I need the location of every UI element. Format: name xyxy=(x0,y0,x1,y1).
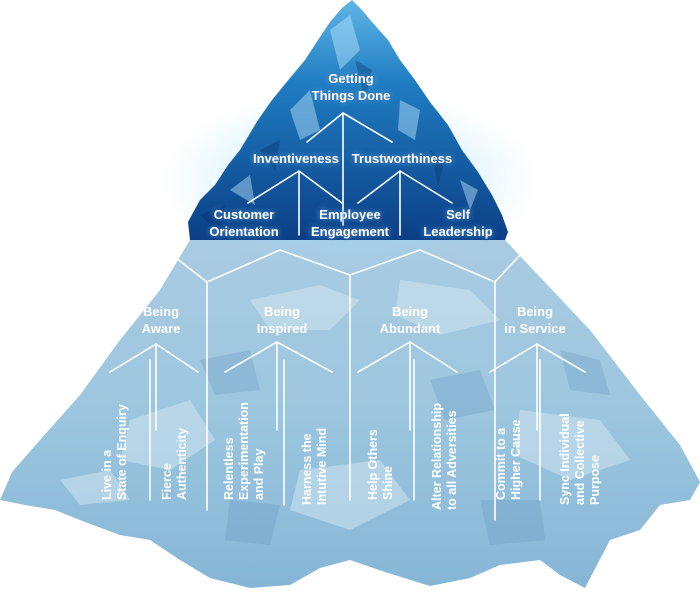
trait-alter-relationship: Alter Relationship to all Adversities xyxy=(430,403,459,510)
pillar-being-in-service: Being in Service xyxy=(504,304,566,336)
summit-title-line2: Things Done xyxy=(311,88,391,103)
pillar-being-inspired: Being Inspired xyxy=(256,304,308,336)
trait-harness-intuitive-mind: Harness the Intutive Mind xyxy=(300,427,329,505)
trait-commit-to-higher-cause: Commit to a Higher Cause xyxy=(494,419,523,500)
value-customer-orientation: Customer Orientation xyxy=(209,207,279,239)
trait-fierce-authenticity: Fierce Authenticity xyxy=(160,427,189,500)
trait-live-in-state-of-enquiry: Live in a State of Enquiry xyxy=(100,404,129,500)
connector-lines xyxy=(109,112,586,521)
iceberg-tip xyxy=(188,0,508,240)
summit-title-line1: Getting xyxy=(328,71,374,86)
summit-title: Getting Things Done xyxy=(296,70,406,104)
value-inventiveness: Inventiveness xyxy=(253,151,339,166)
value-self-leadership: Self Leadership xyxy=(423,207,493,239)
pillar-being-aware: Being Aware xyxy=(141,304,181,336)
trait-help-others-shine: Help Others Shine xyxy=(366,429,395,500)
value-employee-engagement: Employee Engagement xyxy=(310,207,389,239)
trait-relentless-experimentation: Relentless Experimentation and Play xyxy=(222,402,266,500)
pillar-being-abundant: Being Abundant xyxy=(379,304,441,336)
value-trustworthiness: Trustworthiness xyxy=(351,151,453,166)
trait-sync-individual-collective-purpose: Sync Individual and Collective Purpose xyxy=(558,413,602,505)
